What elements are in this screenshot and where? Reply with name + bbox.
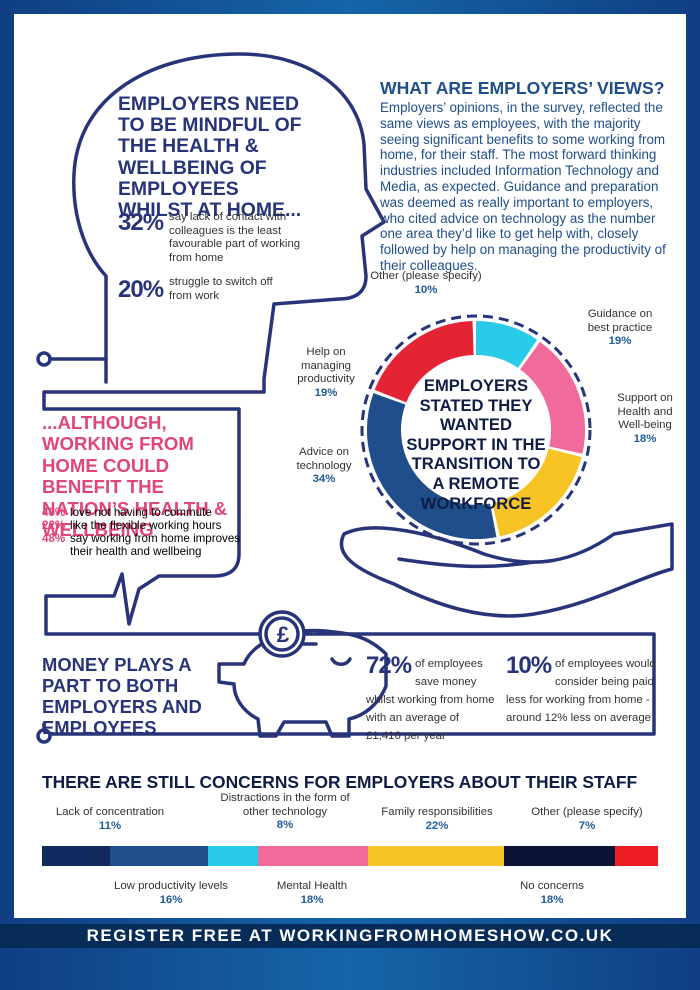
line-art [36, 52, 674, 744]
stat-percentage: 72% [366, 652, 412, 679]
donut-label-technology: Advice on technology 34% [296, 446, 352, 485]
donut-label-other: Other (please specify) 10% [370, 270, 482, 296]
pound-coin-icon: £ [276, 622, 290, 647]
donut-label-productivity: Help on managing productivity 19% [297, 346, 355, 399]
donut-slice-help-on-managing-productivity [367, 321, 586, 540]
money-heading: MONEY PLAYS A PART TO BOTH EMPLOYERS AND… [42, 654, 202, 738]
money-stat-paid-less: 10% of employees would consider being pa… [506, 654, 656, 726]
footer-banner: REGISTER FREE AT WORKINGFROMHOMESHOW.CO.… [0, 924, 700, 948]
concern-label-other: Other (please specify)7% [531, 806, 643, 832]
register-link[interactable]: REGISTER FREE AT WORKINGFROMHOMESHOW.CO.… [86, 926, 614, 945]
stat-text: say lack of contact with colleagues is t… [169, 211, 301, 264]
piggy-bank-outline [217, 628, 388, 738]
head-outline [42, 52, 656, 736]
concerns-heading: THERE ARE STILL CONCERNS FOR EMPLOYERS A… [42, 772, 638, 792]
stat-lack-of-contact: 32% say lack of contact with colleagues … [118, 211, 308, 265]
concern-segment-family-responsibilities [368, 846, 504, 866]
health-stats-list: 40%love not having to commute 22%like th… [42, 506, 272, 558]
views-paragraph: Employers’ opinions, in the survey, refl… [380, 100, 666, 273]
stat-percentage: 20% [118, 275, 164, 303]
stat-text: struggle to switch off from work [169, 276, 273, 302]
concern-segment-other-please-specify- [614, 846, 658, 866]
concerns-stacked-bar [42, 846, 658, 866]
health-heading: ...ALTHOUGH, WORKING FROM HOME COULD BEN… [42, 412, 228, 541]
donut-center [404, 358, 548, 502]
money-stat-save: 72% of employees save money whilst worki… [366, 654, 496, 744]
stat-text: of employees would consider being paid l… [506, 658, 656, 724]
concern-segment-mental-health [257, 846, 369, 866]
wellbeing-heading: EMPLOYERS NEED TO BE MINDFUL OF THE HEAL… [118, 93, 302, 222]
concern-segment-lack-of-concentration [42, 846, 110, 866]
support-donut-chart [360, 314, 592, 546]
concern-label-distractions: Distractions in the form of other techno… [220, 792, 350, 831]
stat-switch-off: 20% struggle to switch off from work [118, 276, 308, 303]
stat-percentage: 32% [118, 209, 164, 236]
donut-slice-advice-on-technology [367, 321, 585, 539]
concern-segment-no-concerns [503, 846, 615, 866]
concern-segment-low-productivity-levels [109, 846, 209, 866]
hand-outline [339, 522, 674, 618]
donut-label-health: Support on Health and Well-being 18% [617, 392, 673, 445]
health-stat-item: 22%like the flexible working hours [42, 519, 222, 532]
donut-label-guidance: Guidance on best practice 19% [587, 308, 653, 347]
stat-percentage: 10% [506, 652, 552, 679]
donut-center-text: EMPLOYERS STATED THEY WANTED SUPPORT IN … [406, 376, 546, 513]
donut-slice-other-please-specify- [367, 321, 585, 539]
views-heading: WHAT ARE EMPLOYERS’ VIEWS? [380, 78, 665, 98]
donut-gear-rim [360, 314, 592, 546]
stat-text: of employees save money whilst working f… [366, 658, 495, 742]
infographic-card: EMPLOYERS NEED TO BE MINDFUL OF THE HEAL… [14, 14, 686, 918]
health-stat-item: 40%love not having to commute [42, 506, 212, 519]
concern-segment-distractions-in-the-form-of-other-technology [208, 846, 258, 866]
health-stat-item: 48%say working from home improves their … [42, 532, 241, 558]
